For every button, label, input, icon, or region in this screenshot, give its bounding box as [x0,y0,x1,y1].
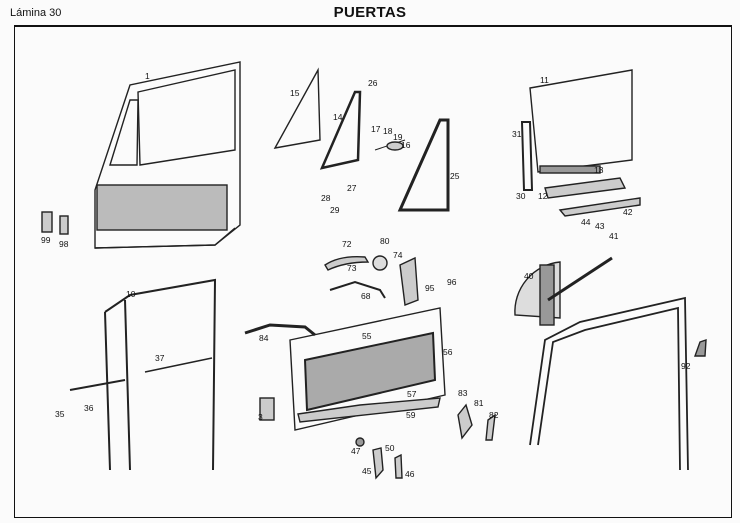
callout-80: 80 [380,236,390,246]
callout-40: 40 [524,271,534,281]
vent-frame-part [319,90,362,170]
callout-73: 73 [347,263,357,273]
callout-26: 26 [368,78,378,88]
window-regulator-part [514,256,613,326]
callout-47: 47 [351,446,361,456]
callout-30: 30 [516,191,526,201]
sheet-number: Lámina 30 [10,7,62,19]
callout-25: 25 [450,171,460,181]
callout-46: 46 [405,469,415,479]
callout-55: 55 [362,331,372,341]
callout-29: 29 [330,205,340,215]
callout-10: 10 [126,289,136,299]
callout-68: 68 [361,291,371,301]
door-trim-panel-part [289,307,446,431]
handle-part [324,255,370,271]
callout-59: 59 [406,410,416,420]
door-shell-part [94,61,241,249]
callout-50: 50 [385,443,395,453]
callout-98: 98 [59,239,69,249]
callout-31: 31 [512,129,522,139]
callout-42: 42 [623,207,633,217]
callout-14: 14 [333,112,343,122]
vent-seal-part [397,118,450,212]
callout-43: 43 [595,221,605,231]
callout-45: 45 [362,466,372,476]
callout-84: 84 [259,333,269,343]
callout-81: 81 [474,398,484,408]
callout-83: 83 [458,388,468,398]
callout-15: 15 [290,88,300,98]
side-glass-part [529,69,633,173]
callout-11: 11 [540,75,549,85]
callout-72: 72 [342,239,352,249]
callout-56: 56 [443,347,453,357]
callout-37: 37 [155,353,165,363]
vent-glass-part [273,67,321,149]
callout-36: 36 [84,403,94,413]
callout-95: 95 [425,283,435,293]
door-seal-part [529,296,689,471]
callout-16: 16 [401,140,411,150]
callout-99: 99 [41,235,51,245]
window-frame-part [104,278,217,471]
callout-19: 19 [393,132,403,142]
callout-27: 27 [347,183,357,193]
diagram-frame [14,25,732,518]
callout-1: 1 [145,71,150,81]
callout-92: 92 [681,361,691,371]
callout-35: 35 [55,409,65,419]
callout-17: 17 [371,124,381,134]
callout-57: 57 [407,389,417,399]
callout-13: 13 [594,165,604,175]
small-bracket-parts [41,211,69,235]
callout-74: 74 [393,250,403,260]
callout-41: 41 [609,231,619,241]
callout-82: 82 [489,410,499,420]
callout-12: 12 [538,191,548,201]
callout-96: 96 [447,277,457,287]
page-title: PUERTAS [333,4,407,21]
callout-3: 3 [258,412,263,422]
callout-18: 18 [383,126,393,136]
callout-28: 28 [321,193,331,203]
callout-44: 44 [581,217,591,227]
